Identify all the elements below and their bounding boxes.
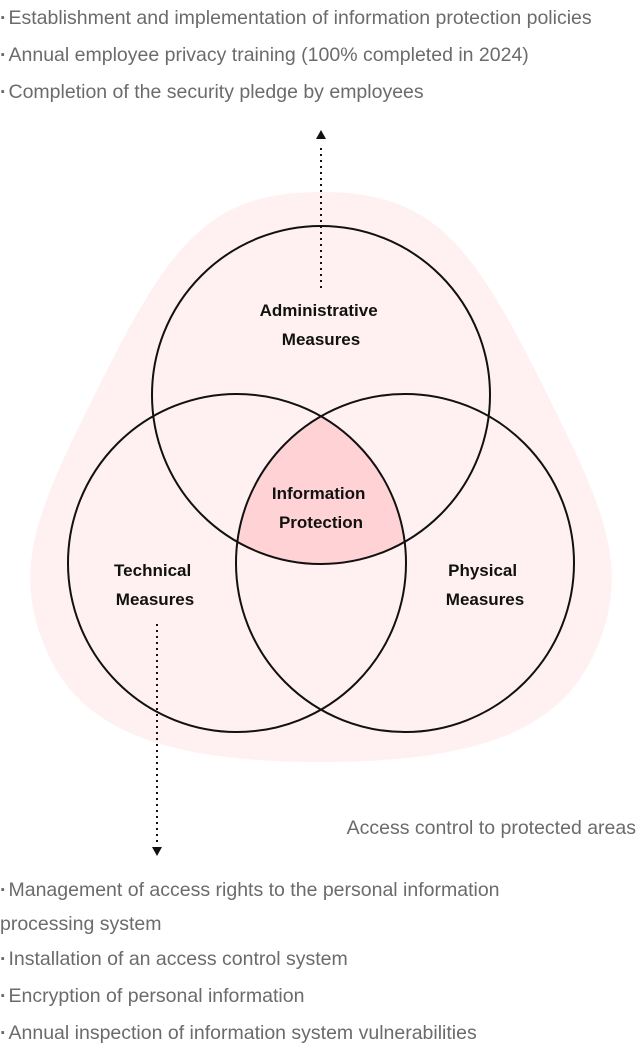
physical-label: Physical Measures [446, 561, 524, 609]
administrative-measures-list: Establishment and implementation of info… [0, 0, 640, 111]
venn-diagram: Administrative Measures Information Prot… [30, 130, 612, 856]
list-item: Annual inspection of information system … [0, 1015, 560, 1052]
physical-circle [235, 393, 575, 733]
list-item: Management of access rights to the perso… [0, 873, 560, 941]
technical-label: Technical Measures [114, 561, 196, 609]
list-item: Installation of an access control system [0, 941, 560, 978]
arrow-up-icon [316, 130, 326, 139]
arrow-down-icon [152, 847, 162, 856]
technical-measures-list: Management of access rights to the perso… [0, 873, 560, 1052]
list-item: Encryption of personal information [0, 978, 560, 1015]
physical-measures-note: Access control to protected areas [346, 817, 636, 839]
list-item: Establishment and implementation of info… [0, 0, 640, 37]
list-item: Completion of the security pledge by emp… [0, 74, 640, 111]
administrative-label: Administrative Measures [260, 301, 383, 349]
list-item: Annual employee privacy training (100% c… [0, 37, 640, 74]
technical-circle [67, 393, 407, 733]
center-label: Information Protection [272, 484, 370, 532]
